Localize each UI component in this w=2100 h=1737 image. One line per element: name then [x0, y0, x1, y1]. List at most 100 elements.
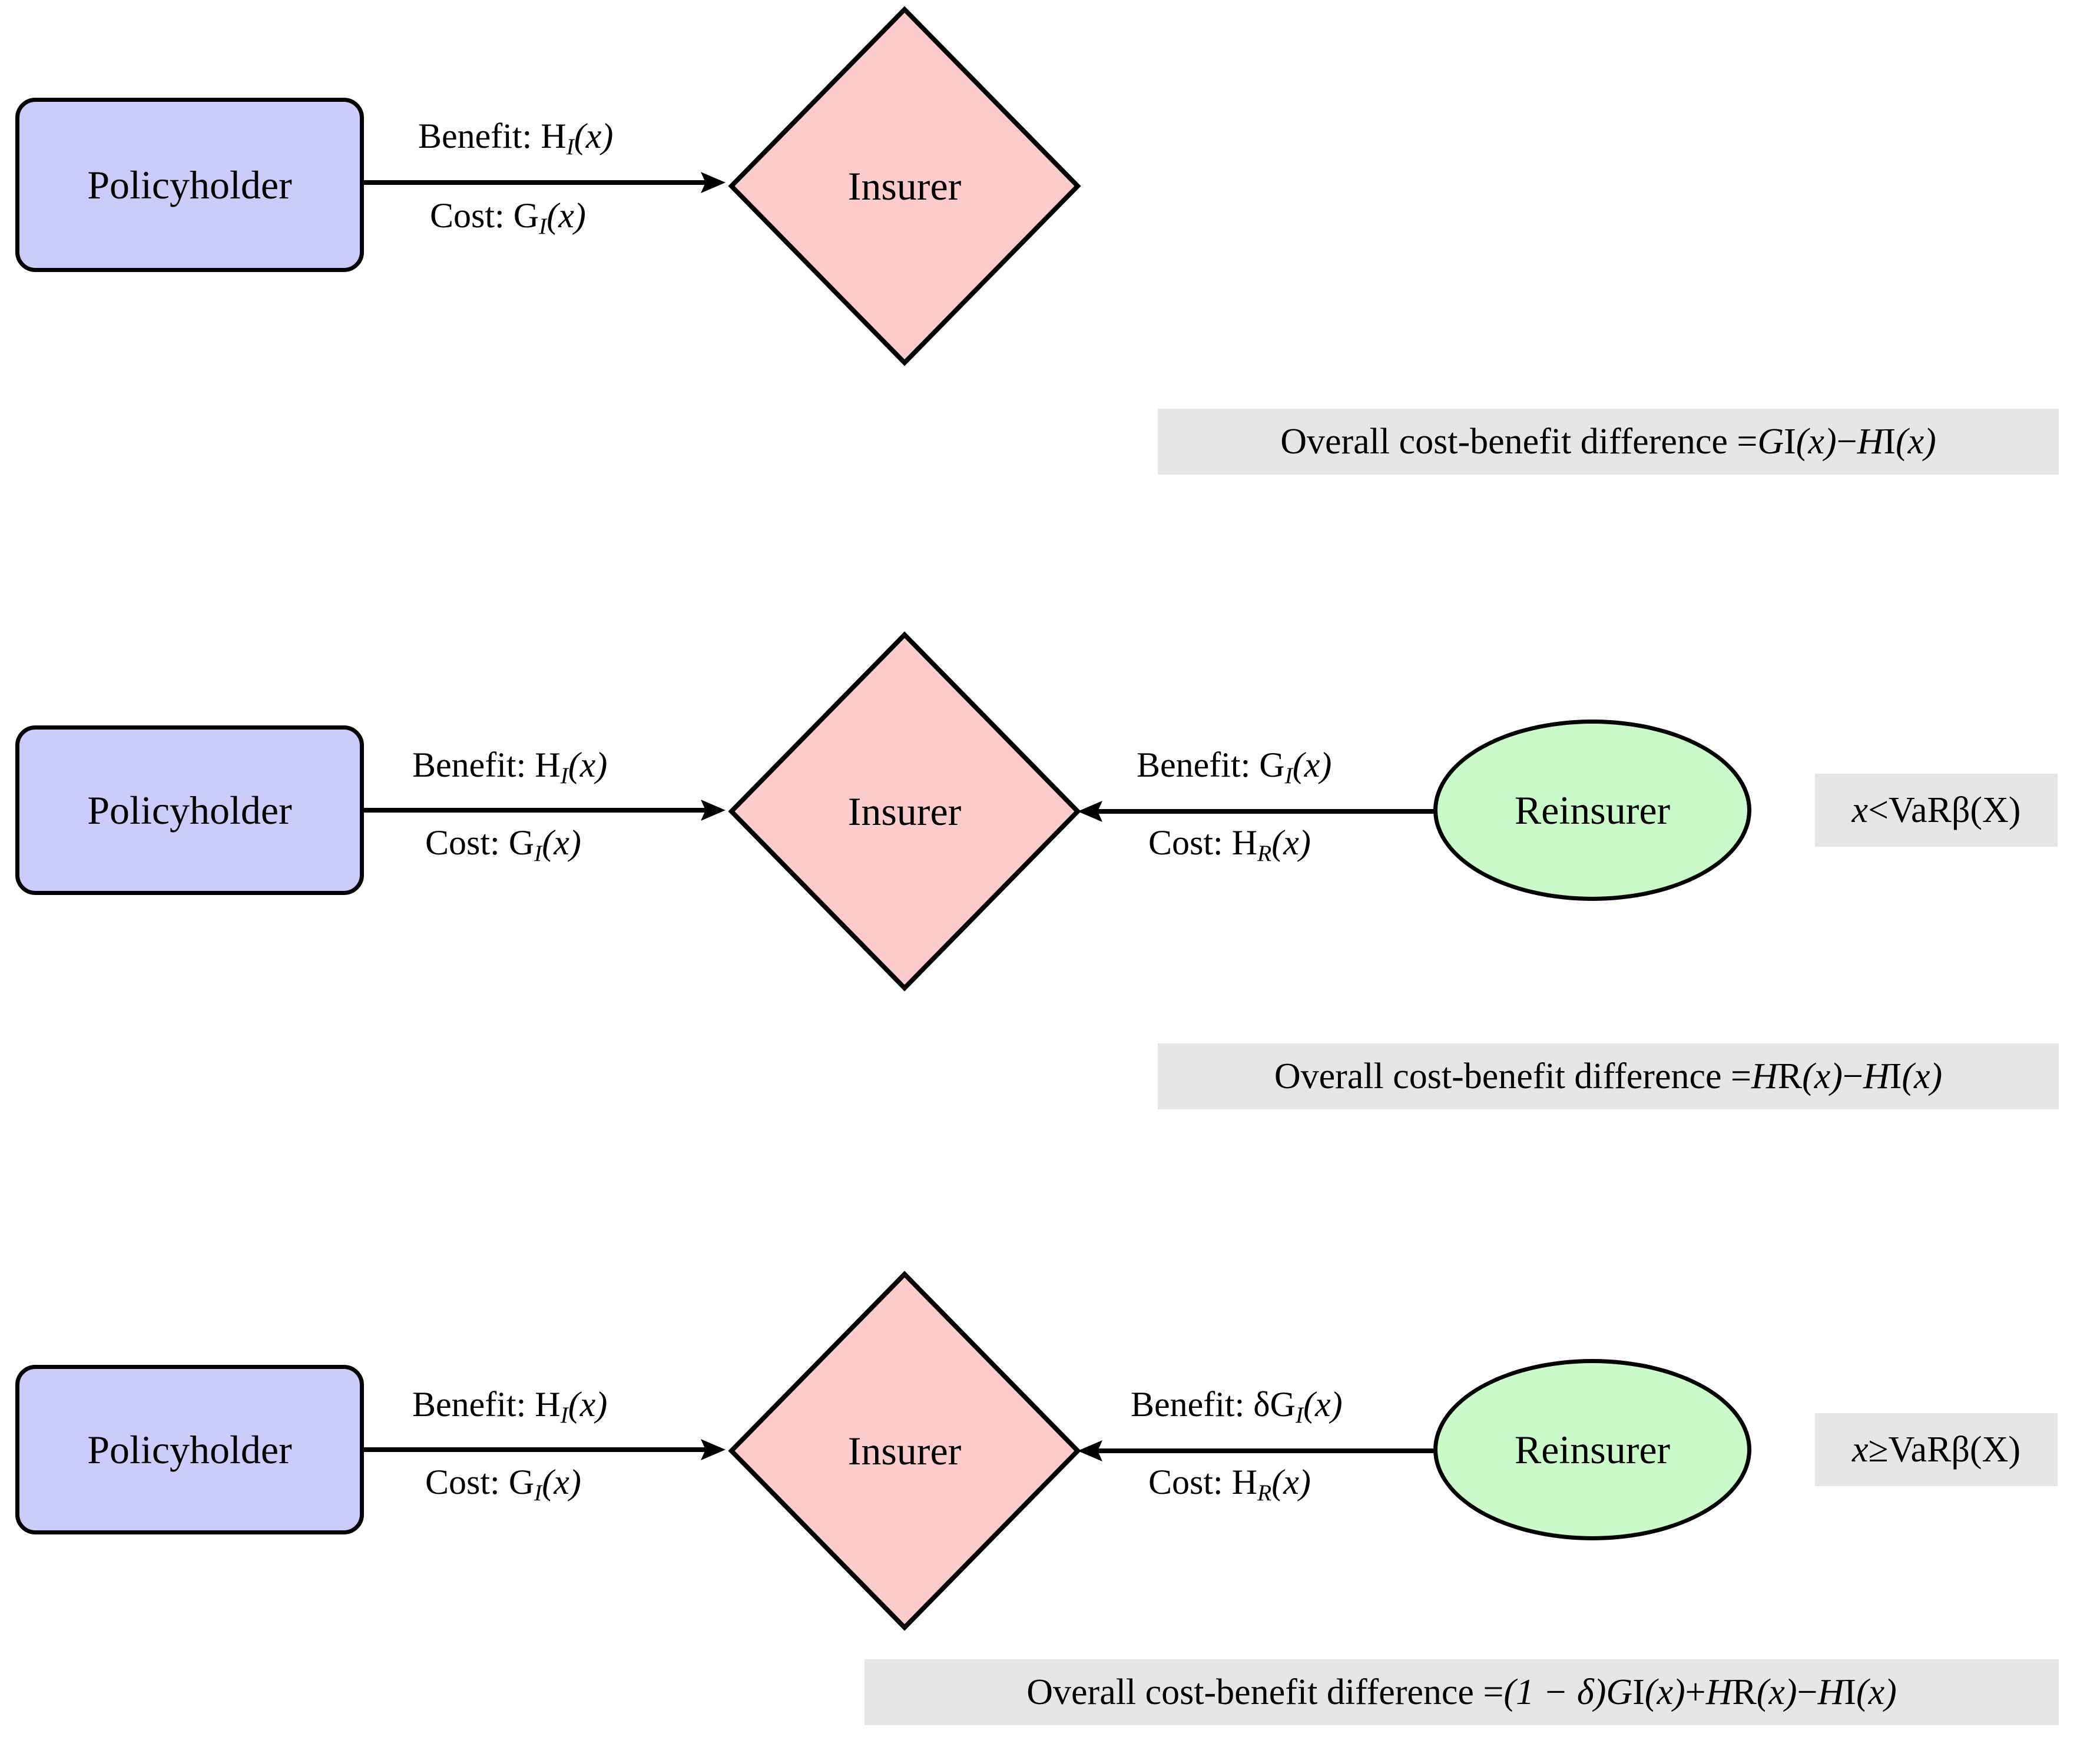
row1-benefit-text: Benefit: H: [418, 117, 567, 155]
row2-callout-expr-a-arg: (x): [1802, 1056, 1843, 1096]
row2-condition-lhs: x: [1851, 790, 1869, 830]
row2-callout-expr-b: H: [1863, 1056, 1890, 1096]
row3-condition-rhs-arg: (X): [1969, 1430, 2020, 1470]
row2-edge2-benefit-label: Benefit: GI(x): [1137, 747, 1331, 788]
row3-policyholder-node[interactable]: Policyholder: [15, 1365, 364, 1534]
row2-edge-policyholder-to-insurer: [364, 793, 729, 828]
row1-callout-expr-b-sub: I: [1883, 422, 1896, 462]
row2-condition-rhs: VaR: [1889, 790, 1952, 830]
row2-edge-benefit-label: Benefit: HI(x): [412, 747, 607, 788]
row3-callout-expr-b-arg: (x): [1756, 1672, 1797, 1712]
row1-callout-op: −: [1836, 422, 1857, 462]
row3-callout-expr-c-sub: I: [1844, 1672, 1856, 1712]
row2-insurer-diamond-shape: [728, 631, 1081, 992]
row3-policyholder-label: Policyholder: [87, 1427, 292, 1472]
row1-policyholder-node[interactable]: Policyholder: [15, 98, 364, 272]
row2-benefit-arg: (x): [568, 745, 608, 784]
row2-insurer-label: Insurer: [847, 789, 962, 834]
row3-callout-expr-a: (1 − δ)G: [1503, 1672, 1633, 1712]
row2-benefit2-sub: I: [1284, 763, 1293, 789]
row3-edge2-benefit-label: Benefit: δGI(x): [1131, 1386, 1343, 1428]
row2-insurer-node[interactable]: Insurer: [728, 631, 1081, 992]
row3-callout-expr-b-sub: R: [1732, 1672, 1757, 1712]
row2-callout-expr-b-arg: (x): [1902, 1056, 1943, 1096]
row2-cost2-sub: R: [1257, 840, 1272, 867]
row1-edge-cost-label: Cost: GI(x): [430, 197, 586, 239]
row1-callout-expr-a-arg: (x): [1796, 422, 1837, 462]
row2-condition-rhs-sub: β: [1951, 790, 1970, 830]
row3-insurer-diamond-shape: [728, 1271, 1081, 1631]
row1-insurer-diamond-shape: [728, 6, 1081, 366]
row1-callout-expr-a: G: [1757, 422, 1784, 462]
row3-condition-rhs-sub: β: [1951, 1430, 1970, 1470]
row3-callout-expr-c: H: [1817, 1672, 1844, 1712]
row2-cost-sub: I: [534, 840, 542, 867]
row1-policyholder-label: Policyholder: [87, 163, 292, 207]
row3-edge-cost-label: Cost: GI(x): [425, 1464, 581, 1506]
row2-benefit2-text: Benefit: G: [1137, 745, 1285, 784]
row3-benefit-sub: I: [560, 1402, 568, 1428]
row3-benefit2-text: Benefit: δG: [1131, 1385, 1296, 1424]
row2-benefit-sub: I: [560, 763, 568, 789]
row1-callout-prefix: Overall cost-benefit difference =: [1280, 422, 1758, 462]
row2-benefit2-arg: (x): [1292, 745, 1332, 784]
row2-edge2-cost-label: Cost: HR(x): [1148, 824, 1311, 866]
row1-cost-sub: I: [539, 213, 547, 240]
row3-edge-benefit-label: Benefit: HI(x): [412, 1386, 607, 1428]
row3-condition-rhs: VaR: [1888, 1430, 1952, 1470]
row2-policyholder-node[interactable]: Policyholder: [15, 725, 364, 895]
row1-benefit-arg: (x): [574, 117, 614, 155]
row1-insurer-node[interactable]: Insurer: [728, 6, 1081, 366]
row3-edge-reinsurer-to-insurer: [1078, 1433, 1437, 1469]
row2-cost-arg: (x): [542, 823, 581, 862]
row3-callout-expr-a-arg: (x): [1644, 1672, 1685, 1712]
row2-condition-rhs-arg: (X): [1970, 790, 2021, 830]
row3-condition-rel: ≥: [1868, 1430, 1889, 1470]
row3-benefit2-arg: (x): [1303, 1385, 1343, 1424]
row3-edge2-cost-label: Cost: HR(x): [1148, 1464, 1311, 1506]
row2-condition-rel: <: [1868, 790, 1889, 830]
row1-cost-arg: (x): [546, 196, 586, 235]
row3-insurer-node[interactable]: Insurer: [728, 1271, 1081, 1631]
row3-benefit-arg: (x): [568, 1385, 608, 1424]
row3-cost-arg: (x): [542, 1463, 581, 1501]
row3-callout-expr-c-arg: (x): [1856, 1672, 1897, 1712]
row1-insurer-label: Insurer: [847, 163, 962, 208]
row2-callout-op: −: [1842, 1056, 1863, 1096]
row1-edge-policyholder-to-insurer: [364, 165, 729, 200]
row3-benefit-text: Benefit: H: [412, 1385, 561, 1424]
row2-policyholder-label: Policyholder: [87, 788, 292, 833]
row3-edge-policyholder-to-insurer: [364, 1432, 729, 1467]
row2-cost-text: Cost: G: [425, 823, 535, 862]
row3-callout-op: +: [1685, 1672, 1706, 1712]
row3-cost-sub: I: [534, 1480, 542, 1506]
row3-callout-expr-b: H: [1705, 1672, 1733, 1712]
row2-callout-expr-a: H: [1751, 1056, 1778, 1096]
row2-edge-cost-label: Cost: GI(x): [425, 824, 581, 866]
row2-benefit-text: Benefit: H: [412, 745, 561, 784]
row2-edge-reinsurer-to-insurer: [1078, 794, 1437, 829]
row2-cost2-text: Cost: H: [1148, 823, 1258, 862]
row3-callout-prefix: Overall cost-benefit difference =: [1026, 1672, 1504, 1712]
row2-callout-expr-b-sub: I: [1889, 1056, 1902, 1096]
row3-cost2-text: Cost: H: [1148, 1463, 1258, 1501]
row3-callout-expr-a-sub: I: [1632, 1672, 1645, 1712]
row1-edge-benefit-label: Benefit: HI(x): [418, 118, 613, 160]
row3-condition-lhs: x: [1852, 1430, 1869, 1470]
row1-cost-text: Cost: G: [430, 196, 539, 235]
row2-cost2-arg: (x): [1271, 823, 1311, 862]
row3-cost-text: Cost: G: [425, 1463, 535, 1501]
row1-callout-expr-b: H: [1857, 422, 1884, 462]
row3-reinsurer-node[interactable]: Reinsurer: [1433, 1359, 1751, 1540]
row3-callout-op2: −: [1797, 1672, 1818, 1712]
row3-cost2-arg: (x): [1271, 1463, 1311, 1501]
row2-callout-prefix: Overall cost-benefit difference =: [1274, 1056, 1751, 1096]
row3-callout: Overall cost-benefit difference = (1 − δ…: [864, 1659, 2059, 1725]
row1-callout-expr-a-sub: I: [1784, 422, 1796, 462]
row3-insurer-label: Insurer: [847, 1428, 962, 1473]
row2-reinsurer-node[interactable]: Reinsurer: [1433, 720, 1751, 901]
